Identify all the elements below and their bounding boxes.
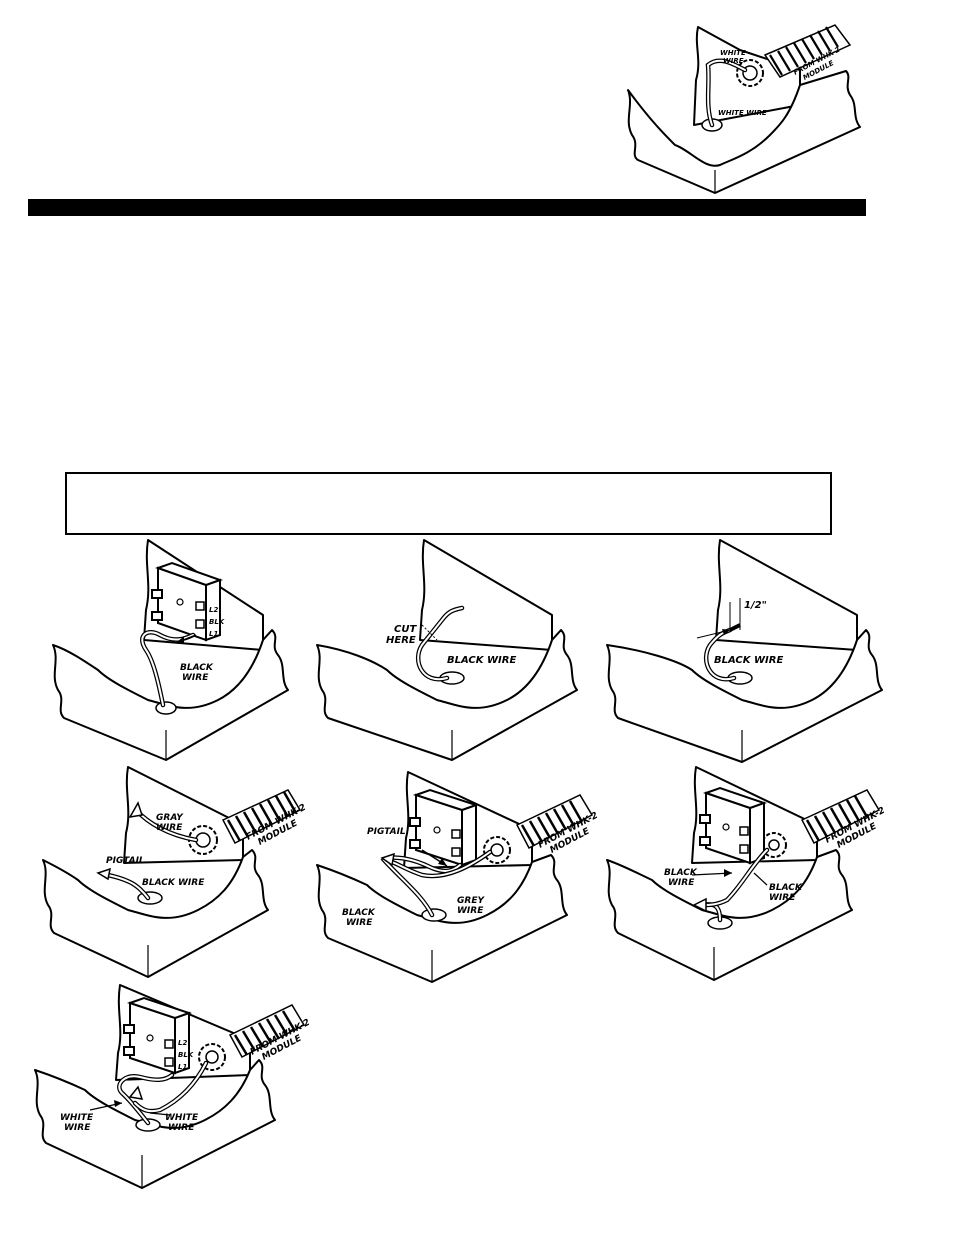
switch-icon: L2 BLK L1 bbox=[123, 996, 194, 1075]
figure-step-5: PIGTAIL BLACK WIRE GREY WIRE FROM WHK-2 … bbox=[312, 770, 600, 985]
wire-label-black-2: WIRE bbox=[182, 673, 209, 683]
figure-step-2: CUT HERE BLACK WIRE bbox=[312, 539, 582, 765]
wire-label-black-a-2: WIRE bbox=[668, 878, 695, 888]
wire-label-white-b: WHITE bbox=[165, 1113, 199, 1123]
terminal-label-l2: L2 bbox=[209, 606, 218, 614]
section-divider-bar bbox=[28, 199, 866, 216]
wire-label-gray: GRAY bbox=[156, 813, 184, 823]
note-box bbox=[65, 472, 832, 535]
wire-label-gray-2: WIRE bbox=[156, 823, 183, 833]
wire-label-grey-2: WIRE bbox=[457, 906, 484, 916]
figure-step-6: BLACK WIRE BLACK WIRE FROM WHK-2 MODULE bbox=[602, 765, 892, 985]
wire-label-black-a: BLACK bbox=[664, 868, 698, 878]
pigtail-label: PIGTAIL bbox=[106, 856, 145, 866]
pigtail-label: PIGTAIL bbox=[367, 827, 406, 837]
figure-step-1: L2 BLK L1 BLACK WIRE bbox=[48, 539, 293, 765]
figure-step-7: L2 BLK L1 WHITE WIRE WHITE WIRE FROM WHK… bbox=[30, 984, 312, 1190]
wire-label-white-upper: WHITE bbox=[720, 49, 746, 57]
figure-step-2-drawing: CUT HERE BLACK WIRE bbox=[316, 539, 578, 761]
conduit-icon bbox=[221, 789, 302, 845]
locknut-icon bbox=[483, 836, 511, 864]
figure-top-right: WHITE WIRE WHITE WIRE FROM WHK-2 MODULE bbox=[620, 24, 870, 194]
conduit-icon bbox=[800, 789, 881, 845]
switch-icon bbox=[699, 786, 768, 865]
figure-step-6-drawing: BLACK WIRE BLACK WIRE FROM WHK-2 MODULE bbox=[606, 766, 887, 981]
figure-step-3-drawing: 1/2" BLACK WIRE bbox=[606, 539, 883, 763]
wire-label-black: BLACK bbox=[180, 663, 214, 673]
terminal-label-l1: L1 bbox=[178, 1063, 187, 1071]
wire-label-white-lower: WHITE WIRE bbox=[718, 109, 767, 117]
terminal-label-blk: BLK bbox=[178, 1051, 194, 1059]
wire-label-white-upper-2: WIRE bbox=[723, 57, 744, 65]
figure-step-1-drawing: L2 BLK L1 BLACK WIRE bbox=[52, 539, 289, 761]
figure-step-4: GRAY WIRE PIGTAIL BLACK WIRE FROM WHK-2 … bbox=[38, 765, 308, 980]
wire-label-grey: GREY bbox=[457, 896, 485, 906]
locknut-icon bbox=[188, 825, 218, 855]
conduit-icon bbox=[763, 24, 852, 78]
wire-label-black-b-2: WIRE bbox=[769, 893, 796, 903]
wire-label-white-a: WHITE bbox=[60, 1113, 94, 1123]
wire-label-black-2: WIRE bbox=[346, 918, 373, 928]
wire-label-black-b: BLACK bbox=[769, 883, 803, 893]
wire-label-black: BLACK WIRE bbox=[142, 878, 205, 888]
cut-here-label: CUT bbox=[394, 624, 417, 635]
figure-step-4-drawing: GRAY WIRE PIGTAIL BLACK WIRE FROM WHK-2 … bbox=[42, 766, 308, 978]
conduit-icon bbox=[515, 794, 594, 850]
cut-here-label-2: HERE bbox=[386, 635, 416, 646]
dimension-half-inch: 1/2" bbox=[744, 600, 767, 611]
terminal-label-blk: BLK bbox=[209, 618, 225, 626]
wire-label-white-a-2: WIRE bbox=[64, 1123, 91, 1133]
figure-top-right-drawing: WHITE WIRE WHITE WIRE FROM WHK-2 MODULE bbox=[627, 24, 861, 194]
wire-label-black: BLACK bbox=[342, 908, 376, 918]
wire-label-black: BLACK WIRE bbox=[714, 655, 783, 666]
wire-label-white-b-2: WIRE bbox=[168, 1123, 195, 1133]
terminal-label-l2: L2 bbox=[178, 1039, 187, 1047]
figure-step-3: 1/2" BLACK WIRE bbox=[602, 539, 887, 765]
figure-step-7-drawing: L2 BLK L1 WHITE WIRE WHITE WIRE FROM WHK… bbox=[34, 984, 312, 1189]
switch-icon bbox=[151, 561, 223, 642]
conduit-icon bbox=[228, 1004, 306, 1059]
terminal-label-l1: L1 bbox=[209, 630, 218, 638]
figure-step-5-drawing: PIGTAIL BLACK WIRE GREY WIRE FROM WHK-2 … bbox=[316, 771, 600, 983]
wire-label-black: BLACK WIRE bbox=[447, 655, 516, 666]
